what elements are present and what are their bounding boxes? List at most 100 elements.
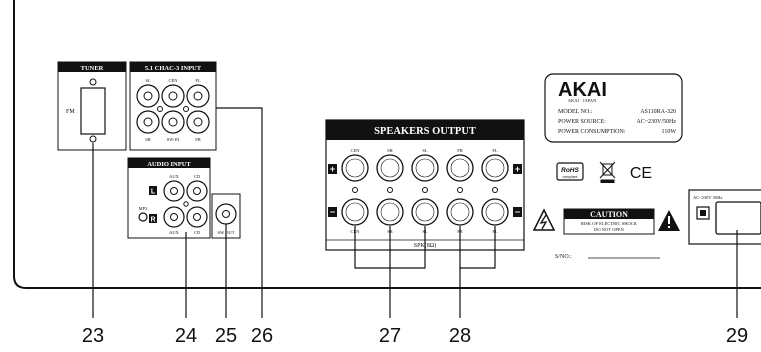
minus-marker-left: [328, 207, 337, 217]
caution-title: CAUTION: [590, 210, 628, 219]
minus-marker-right: [513, 207, 522, 217]
bracket-28: [459, 226, 496, 269]
tuner-section: TUNER FM: [57, 61, 127, 151]
binding-post-fr-plus[interactable]: [446, 154, 474, 182]
input-51-label-sl: SL: [145, 78, 151, 83]
binding-post-sl-plus[interactable]: [411, 154, 439, 182]
svg-text:compliant: compliant: [563, 175, 578, 179]
audio-label-aux-top: AUX: [169, 174, 179, 179]
mp3-jack[interactable]: [138, 212, 148, 222]
input-51-section: 5.1 CHAC-3 INPUT SL CEN FL SR SW-IN FR: [129, 61, 217, 151]
svg-text:−: −: [330, 207, 335, 217]
input-51-title: 5.1 CHAC-3 INPUT: [145, 65, 202, 72]
screw-icon: [183, 106, 189, 112]
spk-label-fr-top: FR: [457, 148, 463, 153]
input-51-label-sw-in: SW-IN: [167, 137, 180, 142]
svg-text:−: −: [515, 207, 520, 217]
binding-post-sr-plus[interactable]: [376, 154, 404, 182]
rca-jack-sr[interactable]: [136, 110, 160, 134]
spk-label-cen-top: CEN: [351, 148, 361, 153]
caution-section: CAUTION RISK OF ELECTRIC SHOCK DO NOT OP…: [532, 208, 680, 235]
screw-icon: [352, 187, 358, 193]
right-channel-marker: [149, 214, 157, 223]
callout-23: 23: [82, 325, 104, 347]
fm-antenna-jack[interactable]: [80, 87, 106, 135]
leader-lines: [92, 107, 738, 318]
spk-label-sl-top: SL: [422, 148, 428, 153]
input-51-label-cen: CEN: [169, 78, 179, 83]
rohs-icon: RoHS compliant: [556, 162, 584, 181]
audio-label-cd-top: CD: [194, 174, 201, 179]
rca-jack-cen[interactable]: [161, 84, 185, 108]
brand-plate: AKAI AKAI · JAPAN MODEL NO.: AS110RA-320…: [544, 73, 683, 143]
screw-icon: [387, 187, 393, 193]
chassis-outline: [13, 0, 761, 289]
tuner-title: TUNER: [81, 65, 104, 72]
svg-text:RoHS: RoHS: [561, 167, 579, 174]
binding-post-sl-minus[interactable]: [411, 198, 439, 226]
screw-icon: [422, 187, 428, 193]
weee-bin-icon: [599, 161, 616, 183]
lightning-warning-icon: [532, 208, 556, 231]
plate-label-power-source: POWER SOURCE:: [558, 119, 606, 125]
plus-marker-left: [328, 164, 337, 174]
rca-jack-cd-l[interactable]: [186, 180, 208, 202]
callout-26: 26: [251, 325, 273, 347]
akai-logo-sub: AKAI · JAPAN: [568, 98, 597, 103]
ce-mark-icon: CE: [630, 165, 652, 182]
audio-input-section: AUDIO INPUT AUX CD L MP3 R AUX CD: [127, 157, 211, 239]
marker-l: L: [151, 189, 156, 196]
callout-28: 28: [449, 325, 471, 347]
input-51-label-fl: FL: [195, 78, 201, 83]
plate-value-power-source: AC~230V/50Hz: [636, 119, 676, 125]
input-51-label-fr: FR: [195, 137, 201, 142]
binding-post-sr-minus[interactable]: [376, 198, 404, 226]
marker-r: R: [150, 217, 155, 224]
audio-label-cd-bottom: CD: [194, 230, 201, 235]
rca-jack-sw-out[interactable]: [215, 203, 237, 225]
binding-post-fl-plus[interactable]: [481, 154, 509, 182]
akai-logo: AKAI: [558, 79, 607, 101]
binding-post-cen-minus[interactable]: [341, 198, 369, 226]
compliance-marks: RoHS compliant CE: [556, 161, 652, 183]
speakers-title: SPEAKERS OUTPUT: [374, 126, 476, 137]
left-channel-marker: [149, 186, 157, 195]
callout-27: 27: [379, 325, 401, 347]
serial-label: S/NO.:: [555, 254, 572, 260]
audio-input-title: AUDIO INPUT: [147, 161, 191, 168]
spk-label-fl-top: FL: [492, 148, 498, 153]
rca-jack-fl[interactable]: [186, 84, 210, 108]
plus-marker-right: [513, 164, 522, 174]
screw-icon: [492, 187, 498, 193]
rca-jack-fr[interactable]: [186, 110, 210, 134]
screw-icon: [157, 106, 163, 112]
svg-text:+: +: [330, 164, 335, 174]
input-51-label-sr: SR: [145, 137, 151, 142]
tuner-screw-bottom: [89, 135, 97, 143]
power-inlet-section: AC~230V 50Hz: [688, 189, 761, 245]
spk-label-sr-top: SR: [387, 148, 393, 153]
rca-jack-cd-r[interactable]: [186, 206, 208, 228]
rca-jack-aux-l[interactable]: [163, 180, 185, 202]
power-inlet-label: AC~230V 50Hz: [693, 195, 722, 200]
binding-post-fr-minus[interactable]: [446, 198, 474, 226]
tuner-screw-top: [89, 78, 97, 86]
screw-icon: [183, 201, 189, 207]
mp3-label: MP3: [139, 206, 149, 211]
binding-post-cen-plus[interactable]: [341, 154, 369, 182]
callout-25: 25: [215, 325, 237, 347]
plate-value-consumption: 110W: [662, 129, 677, 135]
plate-label-consumption: POWER CONSUMPTION:: [558, 129, 626, 135]
rca-jack-sw-in[interactable]: [161, 110, 185, 134]
plate-value-model: AS110RA-320: [640, 109, 676, 115]
caution-line2: DO NOT OPEN: [594, 227, 624, 232]
binding-post-fl-minus[interactable]: [481, 198, 509, 226]
rca-jack-aux-r[interactable]: [163, 206, 185, 228]
rca-jack-sl[interactable]: [136, 84, 160, 108]
callout-24: 24: [175, 325, 197, 347]
plate-label-model: MODEL NO.:: [558, 109, 593, 115]
audio-label-aux-bottom: AUX: [169, 230, 179, 235]
fm-label: FM: [66, 109, 75, 115]
power-cord-socket[interactable]: [715, 201, 761, 235]
